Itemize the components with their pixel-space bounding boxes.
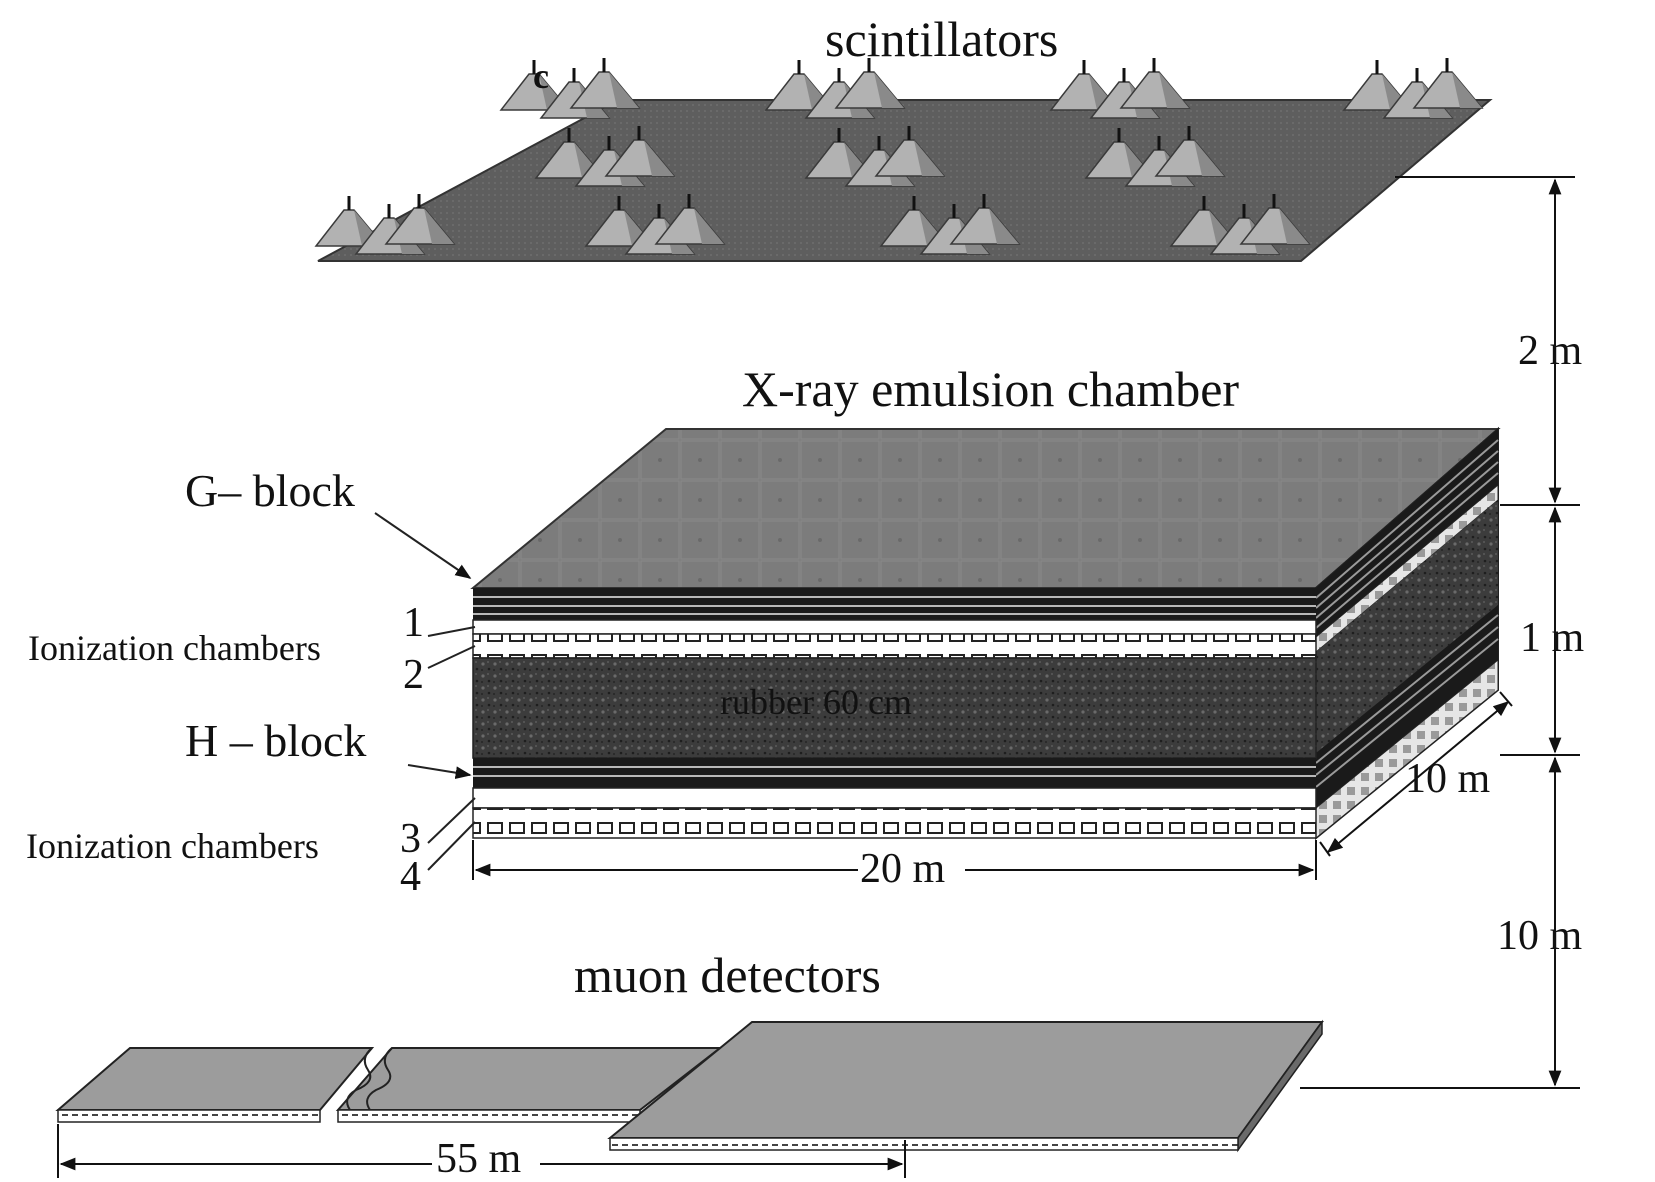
ion-chambers-lower-label: Ionization chambers (26, 826, 319, 866)
front-layer-1 (472, 619, 1317, 635)
scintillator-cluster (1084, 126, 1226, 187)
scintillator-cluster (804, 126, 946, 187)
dim-10m-depth-label: 10 m (1405, 756, 1491, 802)
scintillator-cluster (879, 194, 1021, 255)
scintillator-cluster (499, 58, 641, 119)
scintillator-counter-shade (644, 140, 674, 176)
scintillator-counter-shade (989, 208, 1019, 244)
scintillator-counter-shade (694, 208, 724, 244)
layer-3-label: 3 (400, 816, 421, 862)
g-block-label: G– block (185, 465, 355, 516)
front-layer-3 (472, 787, 1317, 809)
muon-detectors-label: muon detectors (574, 947, 881, 1003)
dim-1m-label: 1 m (1520, 615, 1585, 661)
dim-20m-label: 20 m (860, 846, 946, 892)
scintillator-cluster (1049, 58, 1191, 119)
front-layer-4 (472, 807, 1317, 839)
dimension-lines (57, 176, 1580, 1178)
layer-1-label: 1 (403, 600, 424, 646)
c-mark-label: c (533, 56, 549, 96)
muon-plate-top (607, 1021, 1324, 1139)
muon-strip-right-edge (337, 1109, 641, 1123)
break-mark (346, 1047, 373, 1111)
h-block-label: H – block (185, 715, 367, 766)
layer-3-leader (427, 797, 476, 844)
scintillator-counter-shade (874, 72, 904, 108)
rubber-label: rubber 60 cm (720, 682, 912, 722)
front-h-block (473, 758, 1316, 788)
scintillator-counter-shade (424, 208, 454, 244)
scintillator-counter-shade (1452, 72, 1482, 108)
front-rubber (472, 657, 1317, 759)
layer-4-leader (427, 821, 476, 871)
layer-4-label: 4 (400, 854, 421, 900)
scintillator-cluster-group (314, 58, 1484, 255)
scintillator-counter-shade (609, 72, 639, 108)
scintillator-cluster (1169, 194, 1311, 255)
layer-2-leader (427, 645, 476, 669)
side-rubber (1316, 500, 1498, 753)
scintillator-plane (314, 58, 1493, 262)
scintillator-counter-shade (1194, 140, 1224, 176)
dim-2m-label: 2 m (1518, 328, 1583, 374)
scintillator-cluster (314, 194, 456, 255)
scintillator-cluster (584, 194, 726, 255)
scintillator-counter-shade (914, 140, 944, 176)
dim-10m-depth-line (1326, 700, 1510, 854)
muon-plate-edge (609, 1137, 1239, 1151)
layer-2-label: 2 (403, 652, 424, 698)
scintillator-counter-shade (1279, 208, 1309, 244)
scintillators-label: scintillators (825, 11, 1059, 67)
side-g-block (1316, 429, 1498, 637)
ion-chambers-upper-label: Ionization chambers (28, 628, 321, 668)
scintillator-cluster (764, 58, 906, 119)
g-block-leader (374, 512, 472, 579)
dim-10m-vertical-label: 10 m (1497, 913, 1583, 959)
muon-strip-left-top (55, 1047, 375, 1111)
h-block-leader (407, 764, 472, 780)
dim-55m-label: 55 m (436, 1136, 522, 1182)
front-g-block (473, 588, 1316, 620)
layer-1-leader (427, 626, 476, 637)
muon-detectors (55, 1019, 1324, 1153)
xray-emulsion-chamber (470, 426, 1501, 841)
scintillator-cluster (534, 126, 676, 187)
break-mark-2 (366, 1047, 393, 1111)
xray-chamber-title: X-ray emulsion chamber (742, 361, 1240, 417)
scintillator-counter-shade (1159, 72, 1189, 108)
front-layer-2 (472, 633, 1317, 659)
muon-strip-left-edge (57, 1109, 321, 1123)
leader-lines (374, 512, 476, 871)
scintillator-cluster (1342, 58, 1484, 119)
